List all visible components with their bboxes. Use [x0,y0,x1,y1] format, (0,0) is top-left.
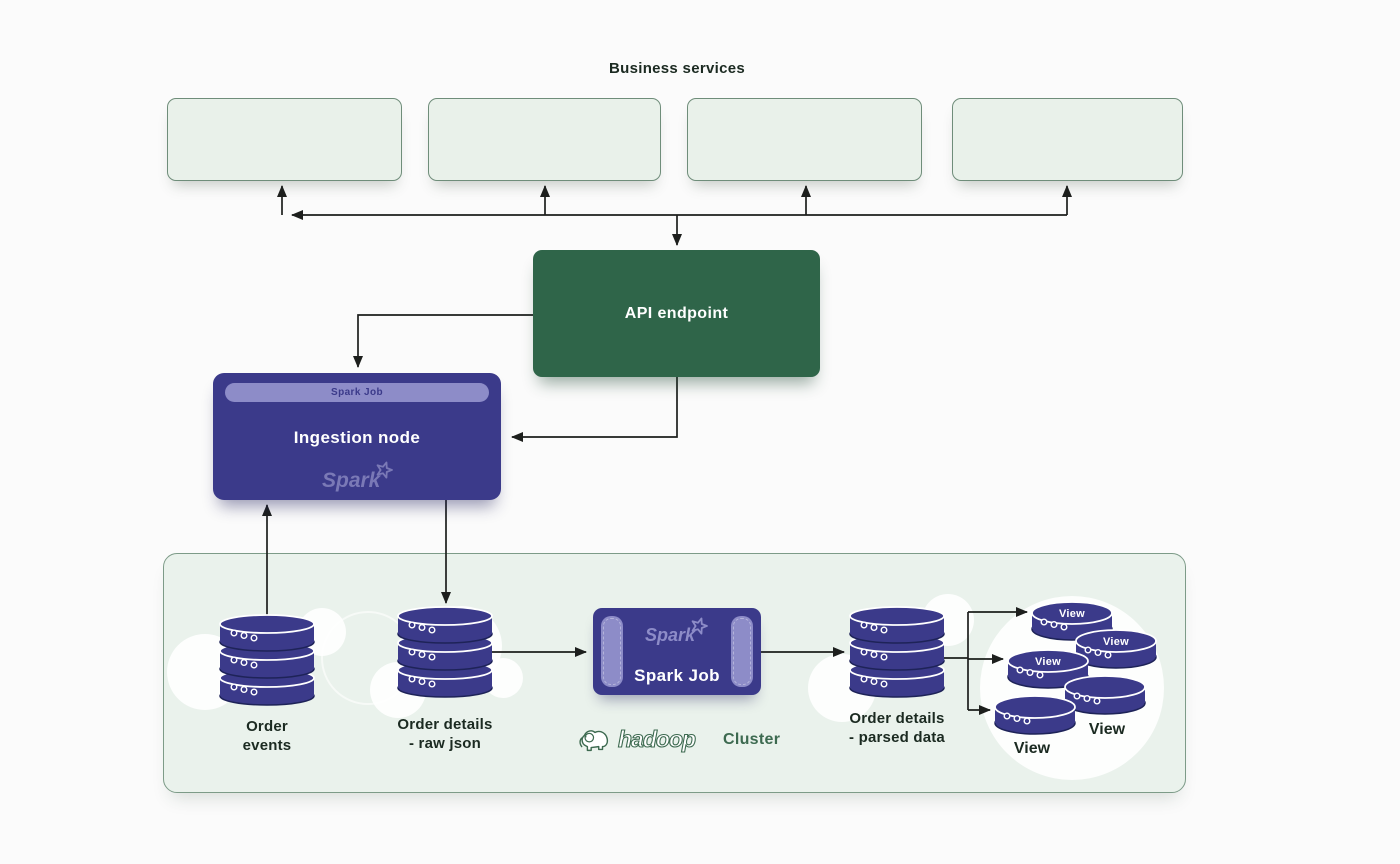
spark-job-label: Spark Job [634,666,720,685]
view-cylinder-2-label: View [1103,636,1129,648]
hadoop-cluster-brand: hadoop Cluster [577,724,780,756]
view-cylinder-3: View [1007,649,1089,689]
business-service-box-1 [167,98,402,181]
ingestion-label: Ingestion node [293,428,421,447]
spark-logo-icon: Spark [645,617,708,645]
business-service-box-3 [687,98,922,181]
ingestion-node: Spark Job Ingestion node Spark [213,373,501,500]
parsed-data-label: Order details - parsed data [849,710,945,746]
spark-job-bar-right [731,616,753,687]
spark-job-node: Spark Spark Job [593,608,761,695]
spark-logo-icon: Spark [322,461,393,492]
hadoop-wordmark: hadoop [617,726,697,753]
spark-job-bar-left [601,616,623,687]
ingestion-tab: Spark Job [225,383,489,402]
hadoop-elephant-icon [579,730,609,752]
api-endpoint-node: API endpoint [533,250,820,377]
view-cylinder-1: View [1031,601,1113,641]
database-parsed-data [849,606,945,698]
view-cylinder-4 [1064,675,1146,715]
view-cylinder-5 [994,695,1076,735]
business-service-box-2 [428,98,661,181]
view-cylinder-2: View [1075,629,1157,669]
view-cylinder-1-label: View [1059,608,1085,620]
view-cylinder-5-label: View [1013,740,1051,757]
svg-text:Spark: Spark [645,625,696,645]
view-cylinder-3-label: View [1035,656,1061,668]
svg-text:Spark: Spark [322,469,382,492]
raw-json-label: Order details - raw json [397,716,493,752]
business-service-box-4 [952,98,1183,181]
database-raw-json [397,606,493,698]
arrow-api-to-ingestion-top [353,314,533,368]
connector-arrows [262,185,1072,715]
order-events-label: Order events [242,718,292,754]
database-order-events [219,614,315,706]
api-endpoint-label: API endpoint [624,304,729,322]
hadoop-cluster-label: Cluster [723,731,781,748]
svg-text:hadoop: hadoop [618,726,696,752]
arrow-api-to-ingestion-side [511,377,678,442]
business-services-title: Business services [608,60,746,77]
view-cylinder-4-label: View [1088,721,1126,738]
